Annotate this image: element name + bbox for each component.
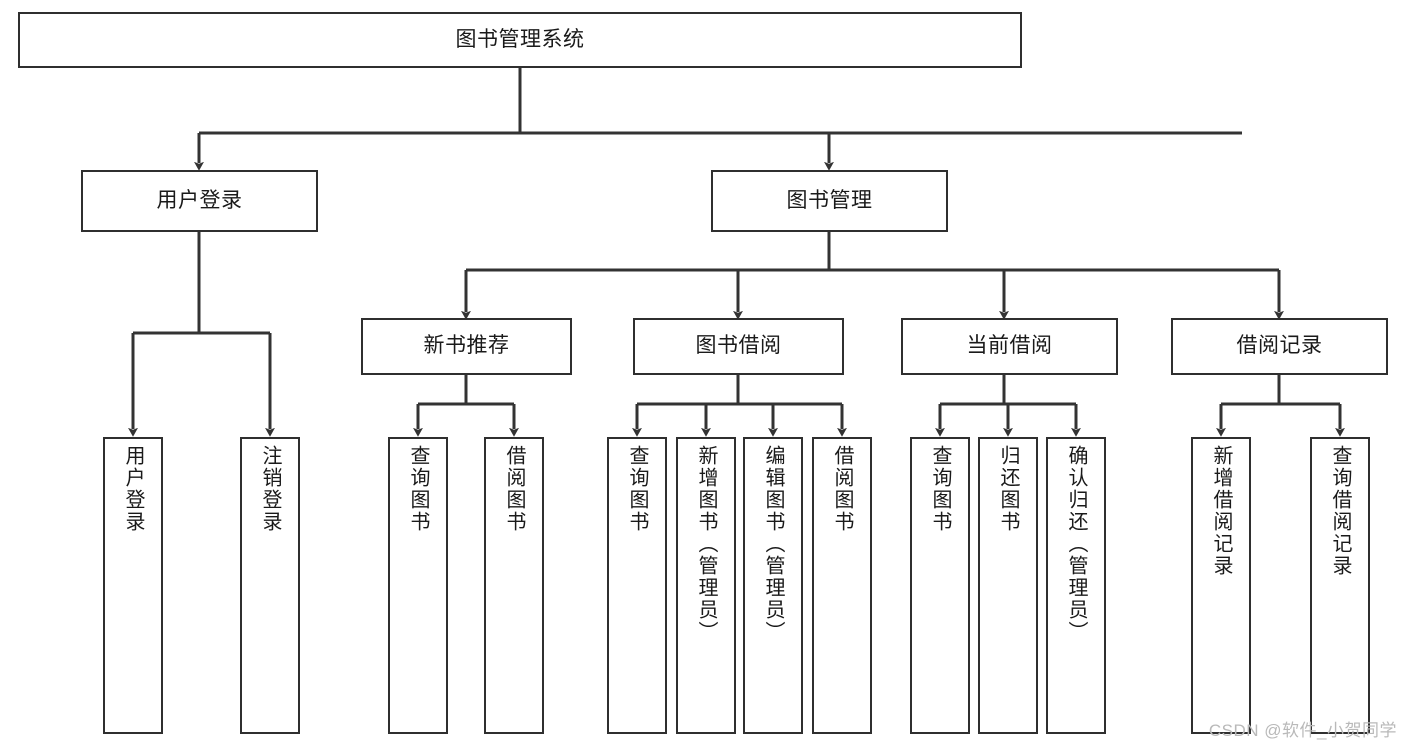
node-label: 用户登录 bbox=[156, 188, 243, 212]
leaf-record-query-record[interactable]: 查询借阅记录 bbox=[1310, 437, 1370, 734]
csdn-watermark: CSDN @软件_小贺同学 bbox=[1208, 721, 1397, 740]
node-root-system[interactable]: 图书管理系统 bbox=[18, 12, 1022, 68]
leaf-current-return-book[interactable]: 归还图书 bbox=[978, 437, 1038, 734]
node-user-login[interactable]: 用户登录 bbox=[81, 170, 318, 232]
node-label: 注销登录 bbox=[259, 445, 281, 533]
node-label: 新增借阅记录 bbox=[1210, 445, 1232, 577]
node-label: 编辑图书（管理员） bbox=[762, 445, 784, 643]
leaf-record-add-record[interactable]: 新增借阅记录 bbox=[1191, 437, 1251, 734]
leaf-borrow-query-book[interactable]: 查询图书 bbox=[607, 437, 667, 734]
leaf-borrow-borrow-book[interactable]: 借阅图书 bbox=[812, 437, 872, 734]
leaf-borrow-add-book-admin[interactable]: 新增图书（管理员） bbox=[676, 437, 736, 734]
node-label: 借阅记录 bbox=[1236, 334, 1323, 358]
node-book-management[interactable]: 图书管理 bbox=[711, 170, 948, 232]
node-label: 图书管理系统 bbox=[455, 27, 585, 51]
node-current-borrow[interactable]: 当前借阅 bbox=[901, 318, 1118, 375]
leaf-current-confirm-return-admin[interactable]: 确认归还（管理员） bbox=[1046, 437, 1106, 734]
node-label: 借阅图书 bbox=[831, 445, 853, 533]
node-label: 查询图书 bbox=[929, 445, 951, 533]
node-label: 图书借阅 bbox=[695, 334, 782, 358]
node-label: 图书管理 bbox=[786, 188, 873, 212]
leaf-user-login-logout[interactable]: 注销登录 bbox=[240, 437, 300, 734]
node-label: 归还图书 bbox=[997, 445, 1019, 533]
node-label: 查询图书 bbox=[407, 445, 429, 533]
node-label: 确认归还（管理员） bbox=[1065, 445, 1087, 643]
node-new-book-recommend[interactable]: 新书推荐 bbox=[361, 318, 572, 375]
node-label: 用户登录 bbox=[122, 445, 144, 533]
node-label: 新增图书（管理员） bbox=[695, 445, 717, 643]
leaf-recommend-borrow-book[interactable]: 借阅图书 bbox=[484, 437, 544, 734]
node-label: 当前借阅 bbox=[966, 334, 1053, 358]
node-borrow-record[interactable]: 借阅记录 bbox=[1171, 318, 1388, 375]
node-label: 借阅图书 bbox=[503, 445, 525, 533]
node-label: 查询图书 bbox=[626, 445, 648, 533]
leaf-current-query-book[interactable]: 查询图书 bbox=[910, 437, 970, 734]
leaf-recommend-query-book[interactable]: 查询图书 bbox=[388, 437, 448, 734]
node-book-borrow[interactable]: 图书借阅 bbox=[633, 318, 844, 375]
leaf-borrow-edit-book-admin[interactable]: 编辑图书（管理员） bbox=[743, 437, 803, 734]
leaf-user-login-login[interactable]: 用户登录 bbox=[103, 437, 163, 734]
node-label: 查询借阅记录 bbox=[1329, 445, 1351, 577]
node-label: 新书推荐 bbox=[423, 334, 510, 358]
